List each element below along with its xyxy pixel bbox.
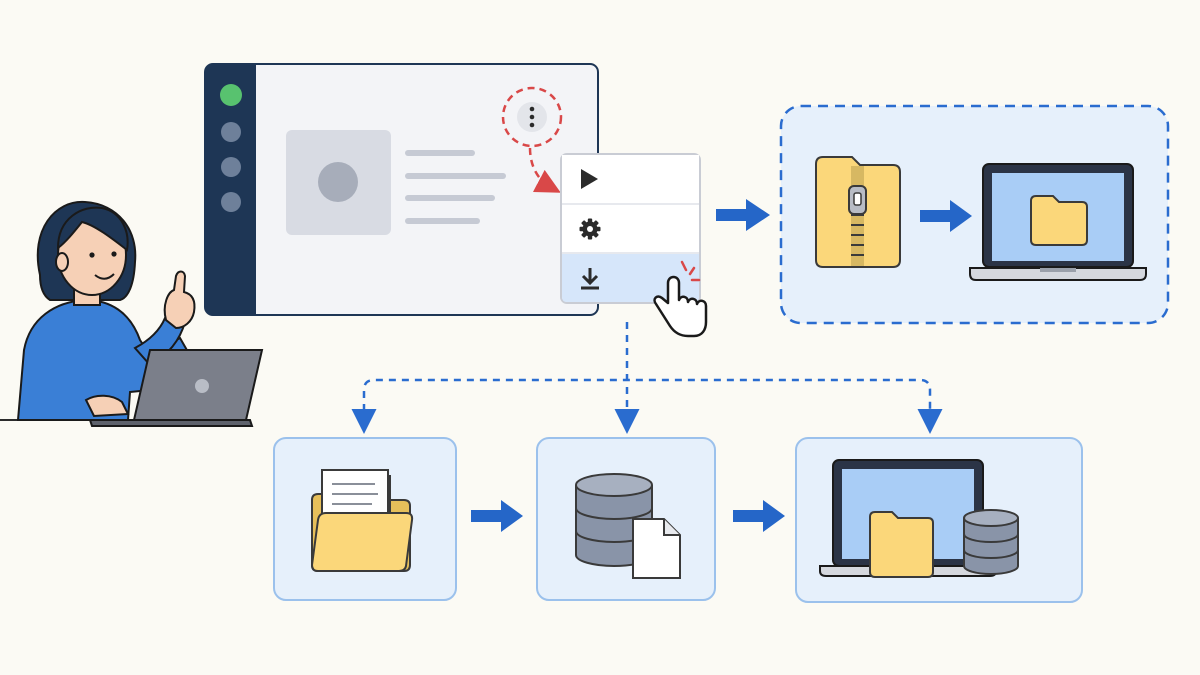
folder-panel (273, 437, 457, 601)
app-sidebar (205, 64, 256, 315)
arrow-right-icon (471, 500, 523, 532)
app-window (204, 63, 599, 316)
text-placeholder-lines (405, 150, 506, 224)
database-document-icon (575, 473, 681, 579)
laptop-panel (795, 437, 1083, 603)
arrow-right-icon (920, 200, 972, 232)
arrow-right-icon (733, 500, 785, 532)
laptop-folder-database-icon (819, 459, 1019, 578)
download-icon (581, 268, 599, 290)
dropdown-menu (560, 153, 701, 304)
menu-item-download[interactable] (562, 254, 699, 302)
thumbnail-placeholder-icon (318, 162, 358, 202)
more-button-highlight (501, 86, 563, 148)
sidebar-nav-dot[interactable] (221, 122, 241, 142)
arrow-right-icon (716, 199, 770, 231)
menu-item-settings[interactable] (562, 205, 699, 253)
branch-connectors (351, 322, 943, 434)
gear-icon (579, 218, 601, 240)
sidebar-nav-dot[interactable] (221, 157, 241, 177)
menu-item-play[interactable] (562, 155, 699, 204)
person-laptop-icon (88, 349, 264, 427)
laptop-folder-icon (969, 163, 1147, 281)
more-vertical-icon[interactable] (517, 102, 547, 132)
folder-documents-icon (310, 469, 414, 572)
zip-export-panel (779, 104, 1170, 325)
play-icon (581, 169, 598, 189)
person-illustration (0, 200, 250, 421)
red-dashed-arrow (528, 147, 561, 193)
sidebar-status-dot-online[interactable] (220, 84, 242, 106)
zip-archive-icon (815, 156, 901, 268)
hand-cursor-icon (653, 275, 708, 338)
database-panel (536, 437, 716, 601)
click-spark-icon (680, 260, 701, 282)
sidebar-nav-dot[interactable] (221, 192, 241, 212)
